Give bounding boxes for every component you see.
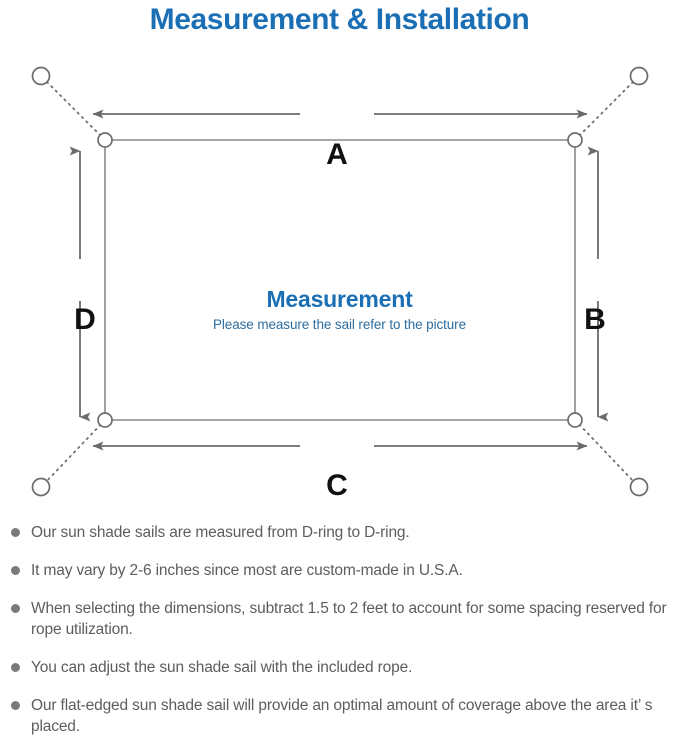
d-ring-bottom-left	[97, 412, 113, 428]
dimension-label-mask-b	[580, 259, 616, 301]
sail-body	[104, 139, 576, 421]
list-item: When selecting the dimensions, subtract …	[0, 598, 679, 640]
dimension-label-mask-d	[62, 259, 98, 301]
dimension-label-mask-c	[300, 430, 374, 462]
anchor-ring-bottom-right	[629, 477, 649, 497]
list-item: You can adjust the sun shade sail with t…	[0, 657, 679, 678]
notes-list: Our sun shade sails are measured from D-…	[0, 522, 679, 737]
bullet-icon	[11, 528, 20, 537]
list-item: It may vary by 2-6 inches since most are…	[0, 560, 679, 581]
bullet-icon	[11, 604, 20, 613]
note-text: Our flat-edged sun shade sail will provi…	[31, 697, 653, 735]
dimension-label-b: B	[584, 303, 606, 336]
dimension-label-c: C	[326, 469, 348, 502]
rope-bottom-left	[43, 419, 106, 485]
d-ring-bottom-right	[567, 412, 583, 428]
list-item: Our sun shade sails are measured from D-…	[0, 522, 679, 543]
note-text: You can adjust the sun shade sail with t…	[31, 659, 413, 676]
d-ring-top-left	[97, 132, 113, 148]
rope-top-right	[574, 78, 637, 141]
rope-top-left	[43, 78, 106, 141]
note-text: It may vary by 2-6 inches since most are…	[31, 562, 463, 579]
shade-sail-measurement-diagram: Measurement Please measure the sail refe…	[0, 44, 679, 514]
note-text: When selecting the dimensions, subtract …	[31, 600, 667, 638]
bullet-icon	[11, 663, 20, 672]
list-item: Our flat-edged sun shade sail will provi…	[0, 695, 679, 737]
dimension-label-mask-a	[300, 98, 374, 130]
bullet-icon	[11, 701, 20, 710]
d-ring-top-right	[567, 132, 583, 148]
dimension-label-d: D	[74, 303, 96, 336]
diagram-svg	[31, 66, 649, 497]
note-text: Our sun shade sails are measured from D-…	[31, 524, 410, 541]
anchor-ring-top-right	[629, 66, 649, 86]
page-title: Measurement & Installation	[149, 3, 530, 36]
anchor-ring-bottom-left	[31, 477, 51, 497]
anchor-ring-top-left	[31, 66, 51, 86]
rope-bottom-right	[574, 419, 637, 485]
bullet-icon	[11, 566, 20, 575]
dimension-label-a: A	[326, 138, 348, 171]
